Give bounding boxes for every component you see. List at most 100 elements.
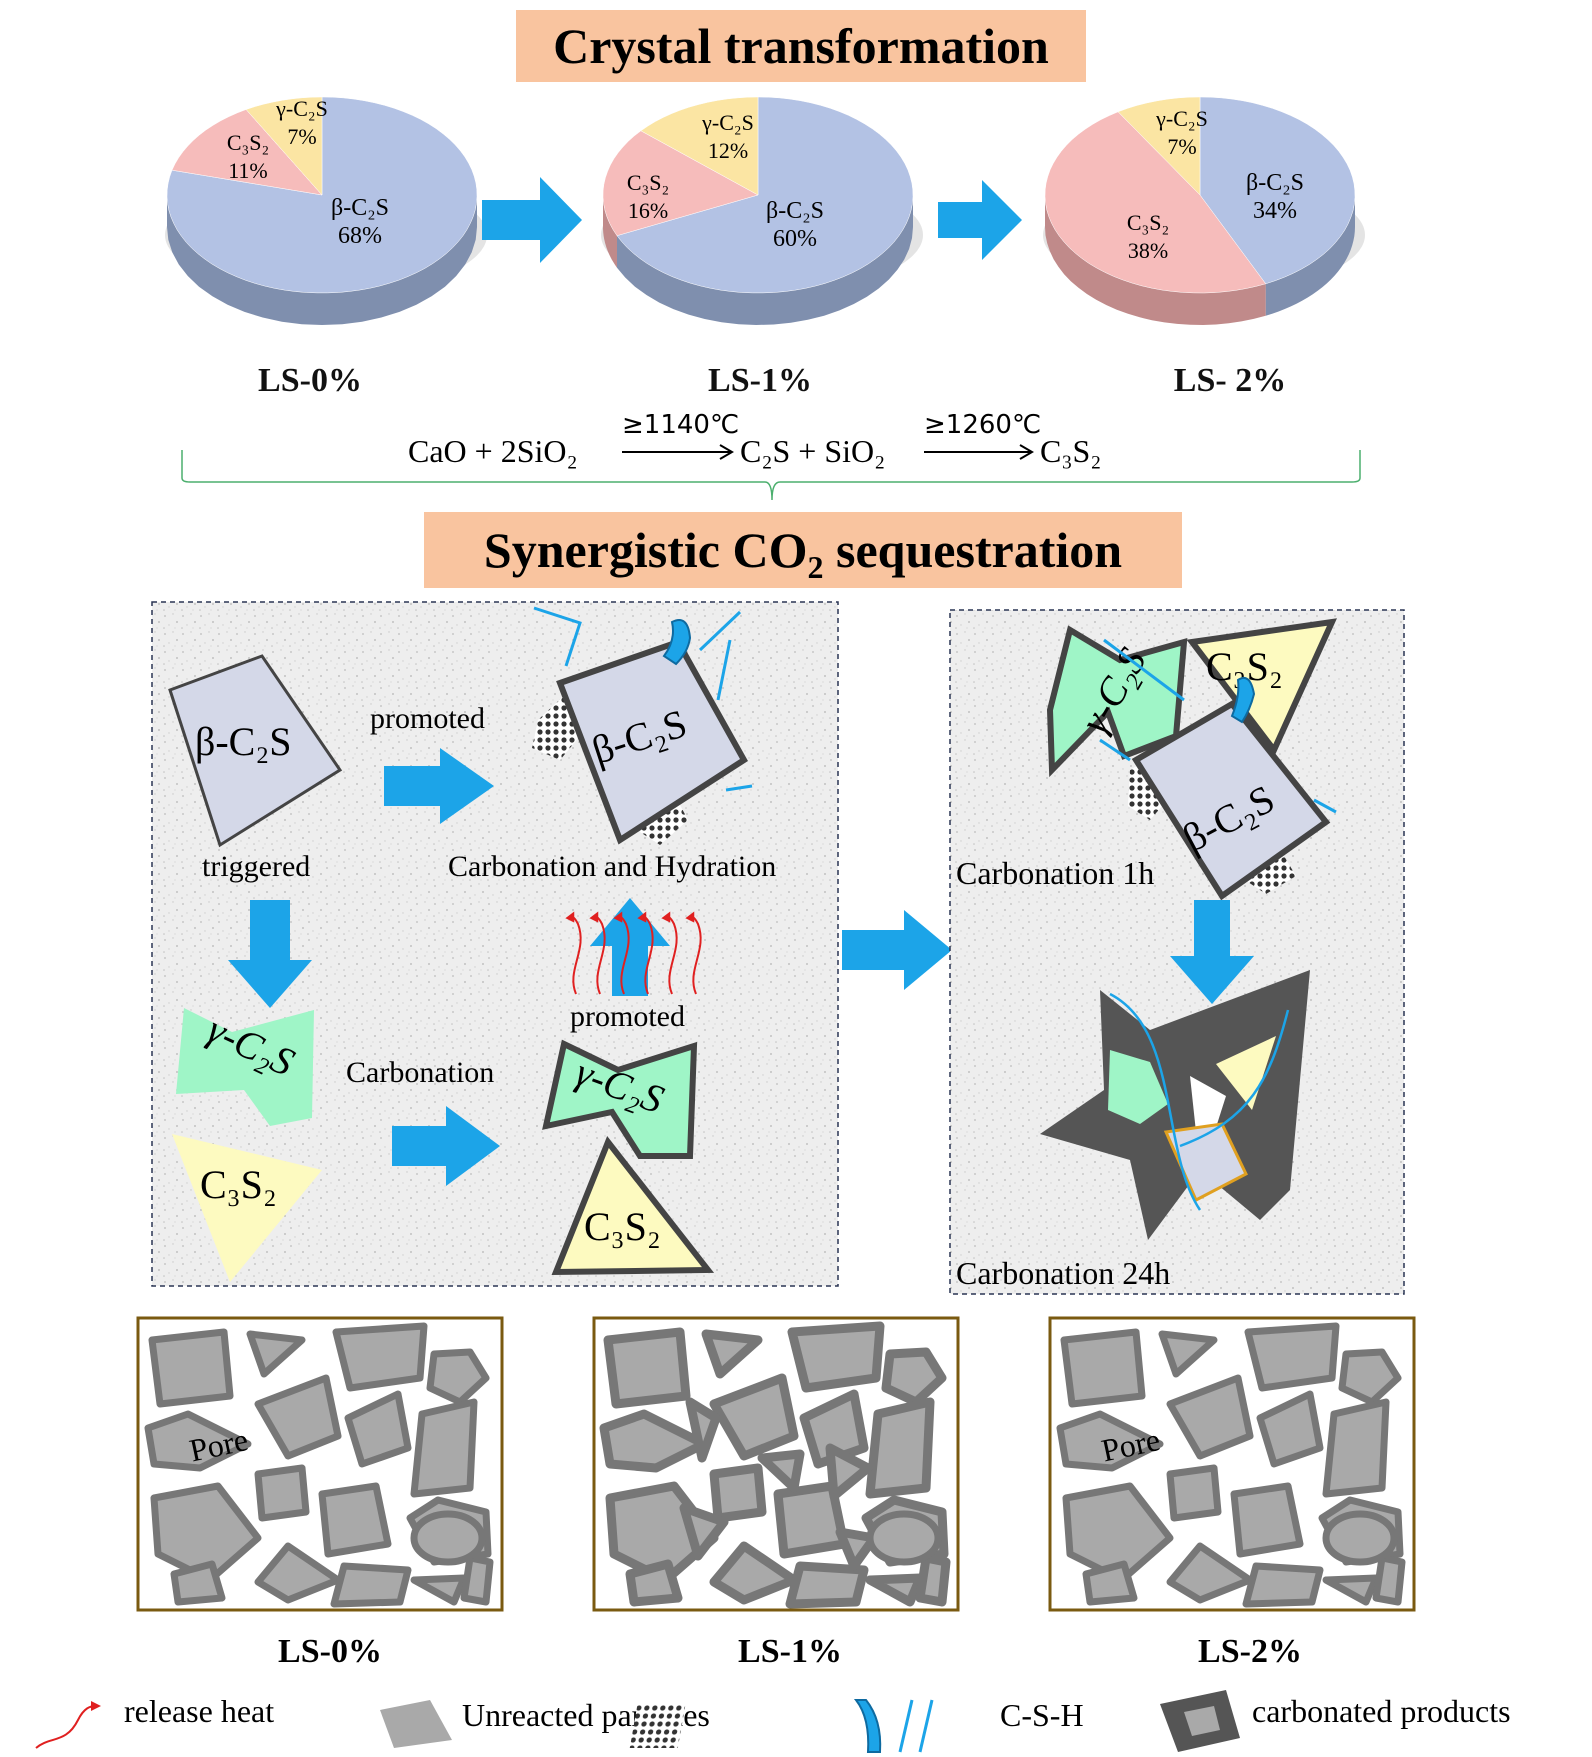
eq-middle: C₂S + SiO₂ xyxy=(740,433,885,469)
particle xyxy=(1166,1542,1254,1604)
particle xyxy=(603,1327,691,1409)
pie-charts: β-C₂S68%C₃S₂11%γ-C₂S7%β-C₂S60%C₃S₂16%γ-C… xyxy=(165,96,1365,325)
pie-side xyxy=(603,195,617,268)
eq-arrow1-head xyxy=(719,444,734,460)
eq-cond2: ≥1260℃ xyxy=(924,410,1041,440)
particle xyxy=(625,1559,683,1607)
particle xyxy=(410,1574,468,1606)
particle xyxy=(1322,1398,1390,1498)
particle xyxy=(1060,1328,1146,1408)
beta-1h xyxy=(1131,700,1331,901)
sequestration-title-sub: 2 xyxy=(807,549,824,585)
particle xyxy=(835,1527,879,1571)
structure-label: LS-0% xyxy=(278,1633,382,1670)
pie-slice-pct: 12% xyxy=(708,138,748,163)
particle xyxy=(599,1409,709,1473)
particle xyxy=(254,1374,342,1460)
crystal-transformation-title: Crystal transformation xyxy=(516,10,1086,82)
pie-side xyxy=(617,195,913,325)
pie-slice-name: γ-C₂S xyxy=(275,96,328,121)
pie-slice xyxy=(1199,96,1356,285)
pie-slice-name: C₃S₂ xyxy=(1127,210,1169,235)
pie-slice-name: C₃S₂ xyxy=(227,130,269,155)
csh-fiber-1h xyxy=(1099,638,1337,814)
particle xyxy=(865,1397,935,1499)
csh-mesh-legend-icon xyxy=(629,1704,686,1748)
particle xyxy=(254,1464,310,1522)
eq-right: C₃S₂ xyxy=(1040,433,1101,469)
csh-ribbon-legend-icon xyxy=(853,1699,882,1753)
c3s2-particle xyxy=(172,1134,322,1282)
particle xyxy=(254,1542,342,1604)
eq-cond1: ≥1140℃ xyxy=(622,410,739,440)
particle xyxy=(426,1348,490,1406)
particle xyxy=(344,1390,412,1468)
particle xyxy=(460,1554,494,1606)
pie-slice xyxy=(1117,96,1201,196)
carbonation-label: Carbonation xyxy=(346,1056,494,1089)
pie-slice xyxy=(602,130,759,236)
legend: release heat Unreacted particles C-S-H c… xyxy=(35,1690,1511,1753)
carbonation-24h-label: Carbonation 24h xyxy=(956,1255,1170,1291)
arrow-promoted xyxy=(384,748,494,824)
particle xyxy=(246,1330,306,1378)
particle xyxy=(865,1573,925,1607)
particle xyxy=(799,1389,869,1469)
arrow-carbonation xyxy=(392,1106,500,1186)
particle-round xyxy=(866,1510,942,1566)
particle xyxy=(1322,1574,1380,1606)
csh-fiber-legend-icon xyxy=(898,1699,934,1753)
pie-slice xyxy=(1044,111,1267,294)
beta-c2s-particle xyxy=(168,654,343,848)
promoted-label-top: promoted xyxy=(370,702,485,735)
pie-slice-pct: 60% xyxy=(773,226,817,252)
particle xyxy=(709,1463,767,1523)
particle xyxy=(170,1560,226,1606)
particle xyxy=(410,1398,478,1498)
pie-side xyxy=(1045,195,1266,325)
pie-slice-pct: 34% xyxy=(1253,198,1297,224)
heat-legend-icon xyxy=(35,1701,101,1749)
particle xyxy=(709,1373,799,1461)
pie-slice-pct: 38% xyxy=(1128,238,1168,263)
csh-ribbon-1h xyxy=(1230,676,1256,724)
csh-fiber-a xyxy=(533,606,582,667)
gamma-c2s-particle xyxy=(176,1008,314,1126)
sequestration-title-suffix: sequestration xyxy=(823,522,1123,578)
particle xyxy=(785,1561,869,1609)
gamma-core-24h xyxy=(1108,1050,1168,1124)
sequestration-title: Synergistic CO2 sequestration xyxy=(424,512,1182,588)
pie-slice xyxy=(171,109,323,196)
heat-waves xyxy=(565,911,702,995)
particle xyxy=(1166,1464,1222,1522)
pie-slice-name: γ-C₂S xyxy=(701,110,754,135)
particle xyxy=(144,1410,252,1472)
pie-slice-name: β-C₂S xyxy=(331,195,389,221)
particle xyxy=(1244,1322,1340,1392)
particle-round xyxy=(410,1510,486,1566)
particle xyxy=(1372,1554,1406,1606)
carbonation-1h-label: Carbonation 1h xyxy=(956,855,1154,891)
particle xyxy=(332,1322,428,1392)
carbonated-legend-core xyxy=(1184,1706,1220,1736)
pie-slice-name: β-C₂S xyxy=(766,198,824,224)
particle xyxy=(1158,1330,1218,1378)
structure-label: LS-2% xyxy=(1198,1633,1302,1670)
legend-csh-label: C-S-H xyxy=(1000,1697,1084,1733)
triggered-label: triggered xyxy=(202,850,310,883)
csh-fiber-c xyxy=(725,784,753,792)
carbonation-hydration-label: Carbonation and Hydration xyxy=(448,850,776,883)
csh-fiber-24h-b xyxy=(1179,1009,1290,1148)
c3s2-core-24h xyxy=(1216,1036,1276,1110)
pie-slice xyxy=(640,96,759,196)
arrow-to-right-panel xyxy=(842,910,952,990)
pie-slice-pct: 68% xyxy=(338,223,382,249)
particle xyxy=(1256,1390,1324,1468)
particle xyxy=(1082,1560,1138,1606)
pie-label-ls1: LS-1% xyxy=(708,362,812,399)
particle xyxy=(679,1503,729,1561)
